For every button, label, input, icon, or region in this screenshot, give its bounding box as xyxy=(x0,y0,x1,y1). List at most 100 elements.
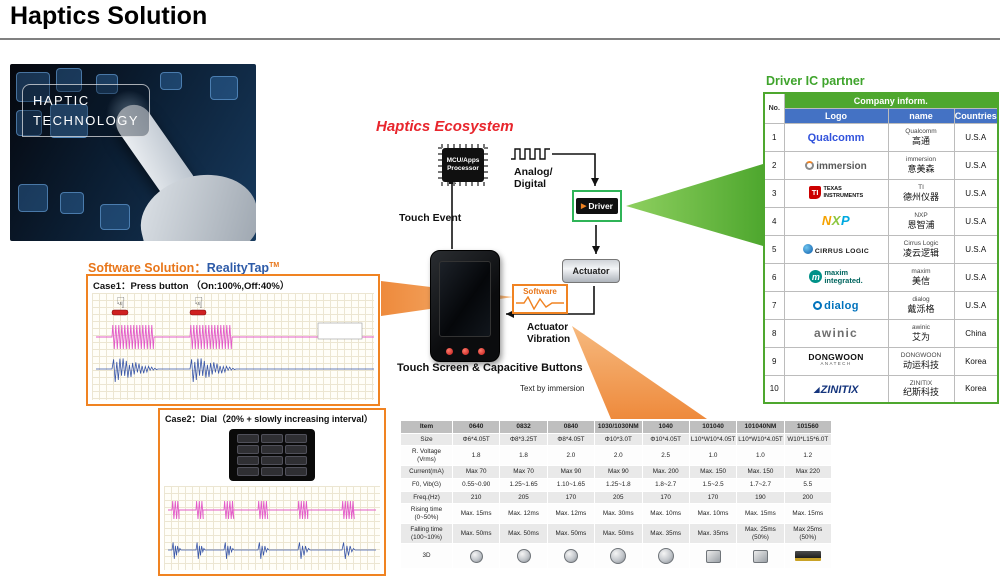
spec-cell: Max. 15ms xyxy=(783,503,833,525)
driver-chip: ▶ Driver xyxy=(576,198,618,214)
dial-key xyxy=(237,445,259,454)
spec-cell: 101040NM xyxy=(736,420,785,434)
partner-name-cn: 意美森 xyxy=(907,163,935,174)
partner-country: U.S.A xyxy=(953,234,999,264)
table-header-company-inform: Company inform. xyxy=(783,92,999,109)
spec-cell: Max 220 xyxy=(783,465,833,479)
partner-name-en: immersion xyxy=(906,156,936,164)
spec-cell xyxy=(451,543,501,570)
immersion-credit: Text by immersion xyxy=(520,384,585,393)
zinitix-logo: ◢ZINITIX xyxy=(783,374,889,404)
spec-row-label: Rising time (0~50%) xyxy=(400,503,453,525)
partner-name-en: awinic xyxy=(911,324,931,332)
col-header-name: name xyxy=(887,107,955,124)
partner-name-cn: 恩智浦 xyxy=(907,219,935,230)
coin-actuator-image xyxy=(657,548,674,565)
actuator-box: Actuator xyxy=(562,259,620,283)
spec-row-label: Item xyxy=(400,420,453,434)
digital-signal-icon xyxy=(511,148,550,160)
spec-cell: 1.0 xyxy=(736,445,785,467)
spec-cell xyxy=(641,543,690,570)
col-header-no: No. xyxy=(763,92,785,124)
spec-cell: Max. 150 xyxy=(688,465,738,479)
dial-key xyxy=(285,456,307,465)
partner-country: U.S.A xyxy=(953,122,999,152)
spec-cell: 0.55~0.90 xyxy=(451,478,501,492)
col-header-countries: Countries xyxy=(953,107,999,124)
spec-cell xyxy=(594,543,643,570)
spec-row-label: Freq.(Hz) xyxy=(400,490,453,505)
dial-key xyxy=(261,445,283,454)
spec-cell: Max 25ms (50%) xyxy=(783,523,833,545)
driver-arrow-icon: ▶ xyxy=(581,202,587,210)
partner-country: Korea xyxy=(953,374,999,404)
partner-name-en: Cirrus Logic xyxy=(903,240,939,248)
ecosystem-title: Haptics Ecosystem xyxy=(376,118,514,135)
driver-box: ▶ Driver xyxy=(572,190,622,222)
spec-cell: Φ6*4.05T xyxy=(451,432,501,447)
partner-name-cn: 凌云逻辑 xyxy=(902,247,939,258)
partner-no: 5 xyxy=(763,234,785,264)
spec-cell: 0840 xyxy=(546,420,596,434)
actuator-vibration-label: Actuator Vibration xyxy=(527,322,571,345)
spec-cell: 1.0 xyxy=(688,445,738,467)
partner-name-en: TI xyxy=(918,184,924,192)
partner-country: U.S.A xyxy=(953,290,999,320)
spec-cell: 170 xyxy=(688,490,738,505)
partner-name-en: maxim xyxy=(911,268,931,276)
partner-name-cn: 德州仪器 xyxy=(902,191,939,202)
partner-country: U.S.A xyxy=(953,178,999,208)
partner-country: U.S.A xyxy=(953,262,999,292)
spec-cell: 170 xyxy=(641,490,690,505)
partner-country: China xyxy=(953,318,999,348)
spec-cell: L10*W10*4.05T xyxy=(736,432,785,447)
case1-title: Case1：Press button （On:100%,Off:40%） xyxy=(93,281,290,292)
partner-no: 10 xyxy=(763,374,785,404)
press-hand-icon: ☟ xyxy=(194,295,203,312)
spec-cell: 101040 xyxy=(688,420,738,434)
drive-signal-waveform xyxy=(96,324,374,350)
spec-cell: Max. 15ms xyxy=(736,503,785,525)
spec-cell: Max. 30ms xyxy=(594,503,643,525)
hero-label-line2: TECHNOLOGY xyxy=(33,112,140,128)
partner-name-cn: 艾为 xyxy=(911,331,930,342)
nxp-logo: NXP xyxy=(783,206,889,236)
spec-row-label: Current(mA) xyxy=(400,465,453,479)
partner-no: 9 xyxy=(763,346,785,376)
spec-cell: Max. 15ms xyxy=(451,503,501,525)
spec-cell: Φ8*4.05T xyxy=(546,432,596,447)
driver-label: Driver xyxy=(588,201,613,211)
spec-cell: 1.25~1.8 xyxy=(594,478,643,492)
partner-name-cn: 美信 xyxy=(911,275,930,286)
spec-cell: 170 xyxy=(546,490,596,505)
dial-key xyxy=(261,467,283,476)
spec-cell: Max 90 xyxy=(594,465,643,479)
spec-cell: 1.8~2.7 xyxy=(641,478,690,492)
coin-actuator-image xyxy=(516,549,531,564)
spec-cell xyxy=(736,543,785,570)
spec-cell xyxy=(783,543,833,570)
spec-cell xyxy=(499,543,548,570)
spec-cell: Φ10*4.05T xyxy=(641,432,690,447)
case1-panel: Case1：Press button （On:100%,Off:40%） ☟ ☟ xyxy=(86,274,380,406)
partner-no: 7 xyxy=(763,290,785,320)
spec-row-label: F0, Vib(G) xyxy=(400,478,453,492)
dial-key xyxy=(285,434,307,443)
software-label: Software xyxy=(523,287,557,296)
case1-waveform: ☟ ☟ xyxy=(96,295,374,383)
coin-actuator-image xyxy=(610,548,627,565)
